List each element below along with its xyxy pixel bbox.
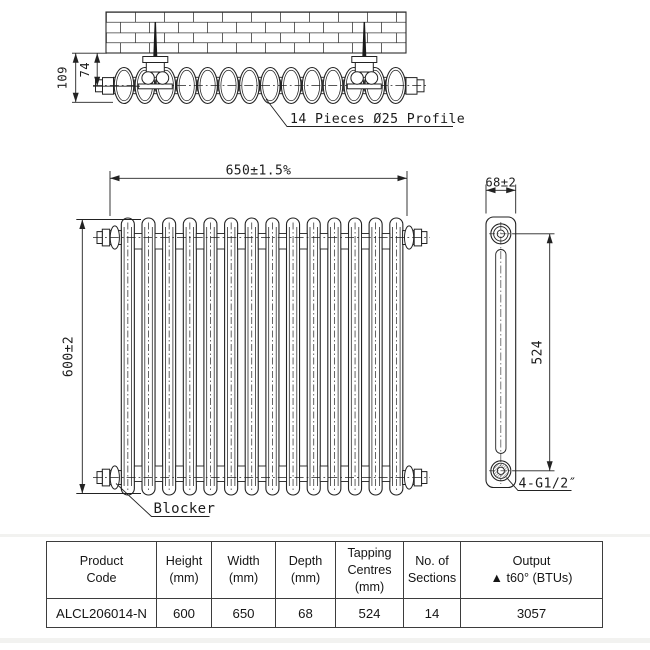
dim-tapping-centres: 524 [512,233,555,472]
radiator-section [244,217,259,496]
spec-value-product-code: ALCL206014-N [46,598,157,628]
radiator-section [120,217,135,496]
spec-header-sections: No. of Sections [403,541,461,599]
blocker-callout: Blocker [115,483,216,517]
dim-524-label: 524 [531,340,546,365]
top-view: 109 74 14 Pieces Ø25 Profile [56,11,465,127]
spec-header-row: Product Code Height (mm) Width (mm) Dept… [46,541,603,599]
spec-value-tapping-centres: 524 [335,598,404,628]
dim-wall-to-front: 109 [56,52,113,103]
spec-header-product-code: Product Code [46,541,157,599]
radiator-section [327,217,342,496]
radiator-section [347,217,363,496]
radiator-section [306,217,321,496]
blocker-callout-label: Blocker [154,501,216,517]
side-view: 68±2 524 4-G1/2″ [485,176,577,492]
front-view: 650±1.5% 600±2 Blocker [62,164,430,517]
radiator-section [285,217,301,496]
dim-650-label: 650±1.5% [226,164,292,179]
radiator-section [182,217,197,496]
brick-wall [105,11,407,54]
dim-wall-to-centre: 74 [78,53,140,87]
radiator-section [224,217,239,496]
dim-68-label: 68±2 [485,176,516,190]
dim-600-label: 600±2 [62,336,77,377]
spec-header-width: Width (mm) [211,541,276,599]
scan-artifact-band [0,534,650,537]
profile-callout: 14 Pieces Ø25 Profile [265,98,465,127]
tapping-size-callout: 4-G1/2″ [506,477,577,492]
side-slot [495,249,507,454]
spec-value-output: 3057 [460,598,603,628]
radiator-sections [120,217,404,496]
dim-depth: 68±2 [485,176,517,214]
spec-header-depth: Depth (mm) [275,541,336,599]
radiator-section [203,217,218,496]
dim-109-label: 109 [56,66,70,89]
tapping-centerlines [93,237,430,478]
radiator-section [389,217,404,496]
spec-value-depth: 68 [275,598,336,628]
spec-value-width: 650 [211,598,276,628]
radiator-section [141,217,156,496]
profile-callout-label: 14 Pieces Ø25 Profile [290,112,465,127]
spec-value-height: 600 [156,598,212,628]
dim-width: 650±1.5% [109,164,408,216]
dim-height: 600±2 [62,219,141,494]
spec-table: Product Code Height (mm) Width (mm) Dept… [46,541,603,628]
radiator-section [265,217,280,496]
spec-header-output: Output ▲ t60° (BTUs) [460,541,603,599]
radiator-section [368,217,383,496]
spec-data-row: ALCL206014-N 600 650 68 524 14 3057 [46,598,603,628]
spec-header-height: Height (mm) [156,541,212,599]
spec-header-tapping-centres: Tapping Centres (mm) [335,541,404,599]
scan-artifact-band [0,638,650,643]
radiator-section [162,217,177,496]
spec-value-sections: 14 [403,598,461,628]
tapping-size-label: 4-G1/2″ [519,477,577,492]
dim-74-label: 74 [78,62,92,77]
tapping-bottom [489,460,513,482]
